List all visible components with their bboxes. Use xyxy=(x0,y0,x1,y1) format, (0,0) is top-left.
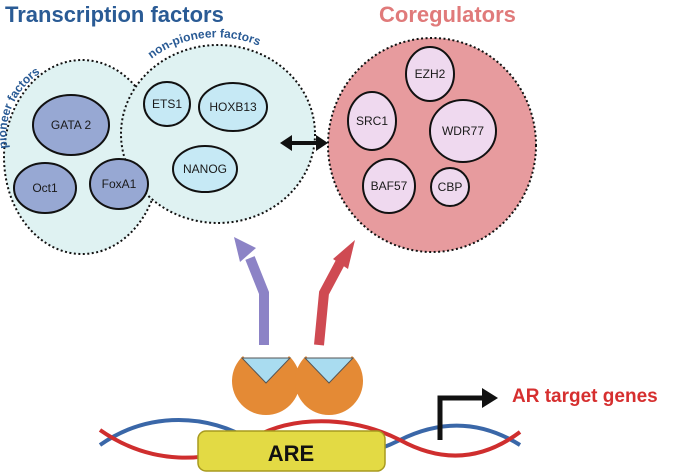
svg-text:Oct1: Oct1 xyxy=(32,181,58,195)
transcription-start-arrow xyxy=(437,388,498,440)
svg-text:GATA 2: GATA 2 xyxy=(51,118,92,132)
red-arrow xyxy=(314,240,355,346)
ar-target-genes-label: AR target genes xyxy=(512,386,658,407)
node-ets1: ETS1 xyxy=(143,81,191,127)
svg-text:ETS1: ETS1 xyxy=(152,97,182,111)
coregulators-title: Coregulators xyxy=(379,2,516,27)
androgen-receptor-left xyxy=(231,356,300,416)
svg-text:SRC1: SRC1 xyxy=(356,114,388,128)
svg-text:WDR77: WDR77 xyxy=(442,124,484,138)
svg-text:NANOG: NANOG xyxy=(183,162,227,176)
svg-text:BAF57: BAF57 xyxy=(371,179,408,193)
node-cbp: CBP xyxy=(430,167,470,207)
androgen-receptor-right xyxy=(295,356,363,416)
non-pioneer-factors-group xyxy=(120,44,316,224)
transcription-factors-title: Transcription factors xyxy=(5,2,224,27)
interaction-arrow xyxy=(280,135,328,151)
node-ezh2: EZH2 xyxy=(405,46,455,102)
svg-text:HOXB13: HOXB13 xyxy=(209,100,257,114)
node-oct1: Oct1 xyxy=(13,162,77,214)
node-src1: SRC1 xyxy=(347,91,397,151)
node-wdr77: WDR77 xyxy=(429,99,497,163)
svg-text:ARE: ARE xyxy=(268,441,314,466)
svg-text:EZH2: EZH2 xyxy=(415,67,446,81)
node-gata2: GATA 2 xyxy=(32,94,110,156)
svg-text:CBP: CBP xyxy=(438,180,463,194)
node-foxa1: FoxA1 xyxy=(89,158,149,210)
purple-arrow xyxy=(234,237,269,345)
are-element: ARE xyxy=(197,430,386,472)
node-nanog: NANOG xyxy=(172,145,238,193)
node-baf57: BAF57 xyxy=(362,158,416,214)
svg-text:FoxA1: FoxA1 xyxy=(102,177,137,191)
node-hoxb13: HOXB13 xyxy=(198,82,268,132)
